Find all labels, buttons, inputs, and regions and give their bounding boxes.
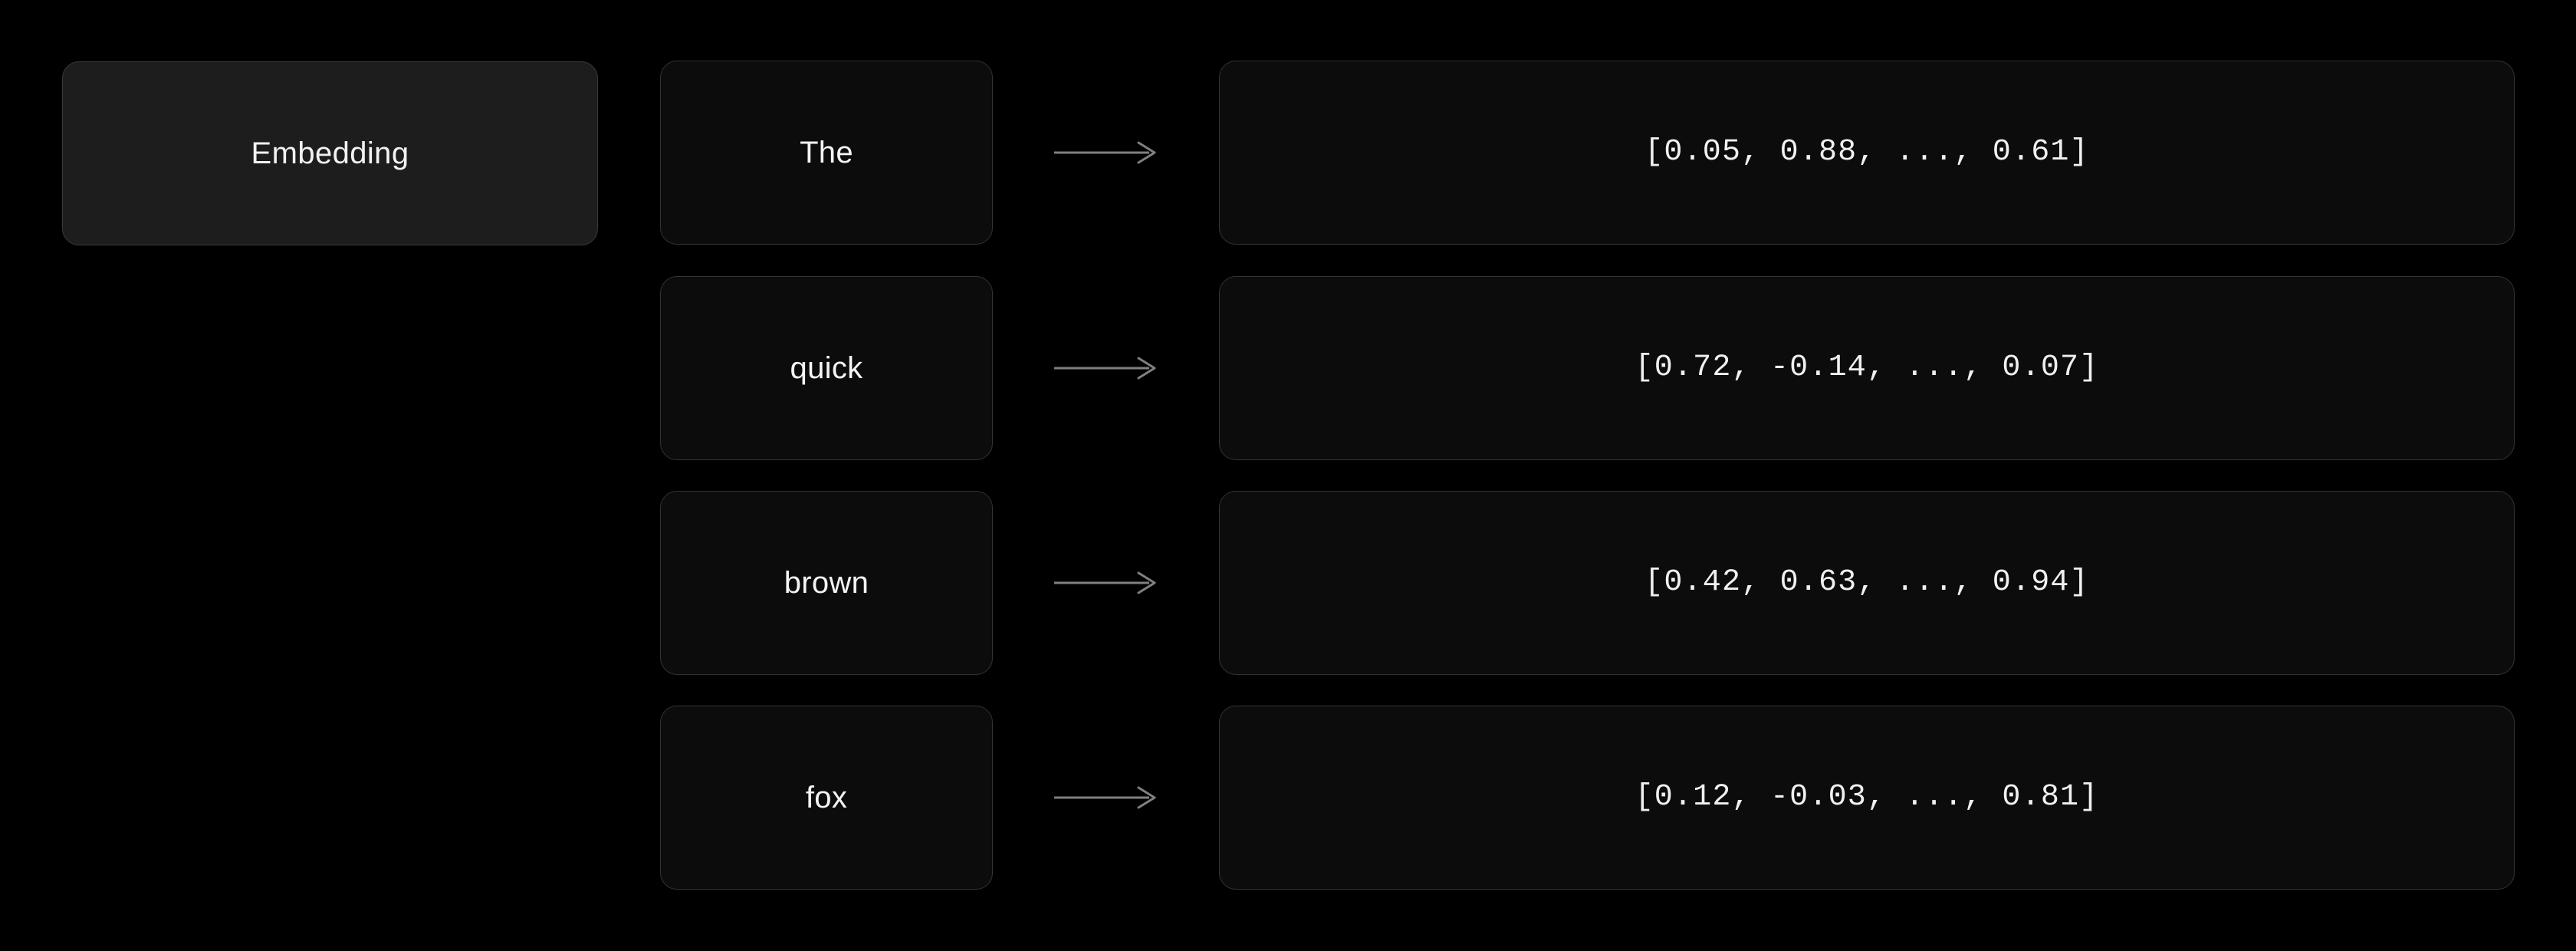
vector-box-2[interactable]: [0.42, 0.63, ..., 0.94] [1219,491,2515,675]
token-box-0[interactable]: The [660,61,993,245]
arrow-right-icon-0 [1049,61,1164,245]
embedding-stage-label-box: Embedding [62,61,598,245]
token-box-2[interactable]: brown [660,491,993,675]
token-label-1: quick [790,351,863,385]
arrow-right-icon-1 [1049,276,1164,460]
arrow-right-icon-3 [1049,706,1164,890]
token-embedding-row: The [0.05, 0.88, ..., 0.61] [0,61,2576,245]
embedding-stage-label: Embedding [251,137,409,170]
vector-value-1: [0.72, -0.14, ..., 0.07] [1635,350,2099,385]
token-embedding-row: fox [0.12, -0.03, ..., 0.81] [0,706,2576,890]
token-embedding-row: quick [0.72, -0.14, ..., 0.07] [0,276,2576,460]
token-embedding-row: brown [0.42, 0.63, ..., 0.94] [0,491,2576,675]
token-label-2: brown [784,566,869,600]
vector-box-3[interactable]: [0.12, -0.03, ..., 0.81] [1219,706,2515,890]
token-box-3[interactable]: fox [660,706,993,890]
arrow-right-icon-2 [1049,491,1164,675]
token-label-3: fox [805,781,848,814]
token-box-1[interactable]: quick [660,276,993,460]
vector-box-0[interactable]: [0.05, 0.88, ..., 0.61] [1219,61,2515,245]
vector-value-0: [0.05, 0.88, ..., 0.61] [1644,135,2089,169]
vector-box-1[interactable]: [0.72, -0.14, ..., 0.07] [1219,276,2515,460]
token-label-0: The [800,136,853,169]
vector-value-2: [0.42, 0.63, ..., 0.94] [1644,565,2089,600]
vector-value-3: [0.12, -0.03, ..., 0.81] [1635,780,2099,814]
